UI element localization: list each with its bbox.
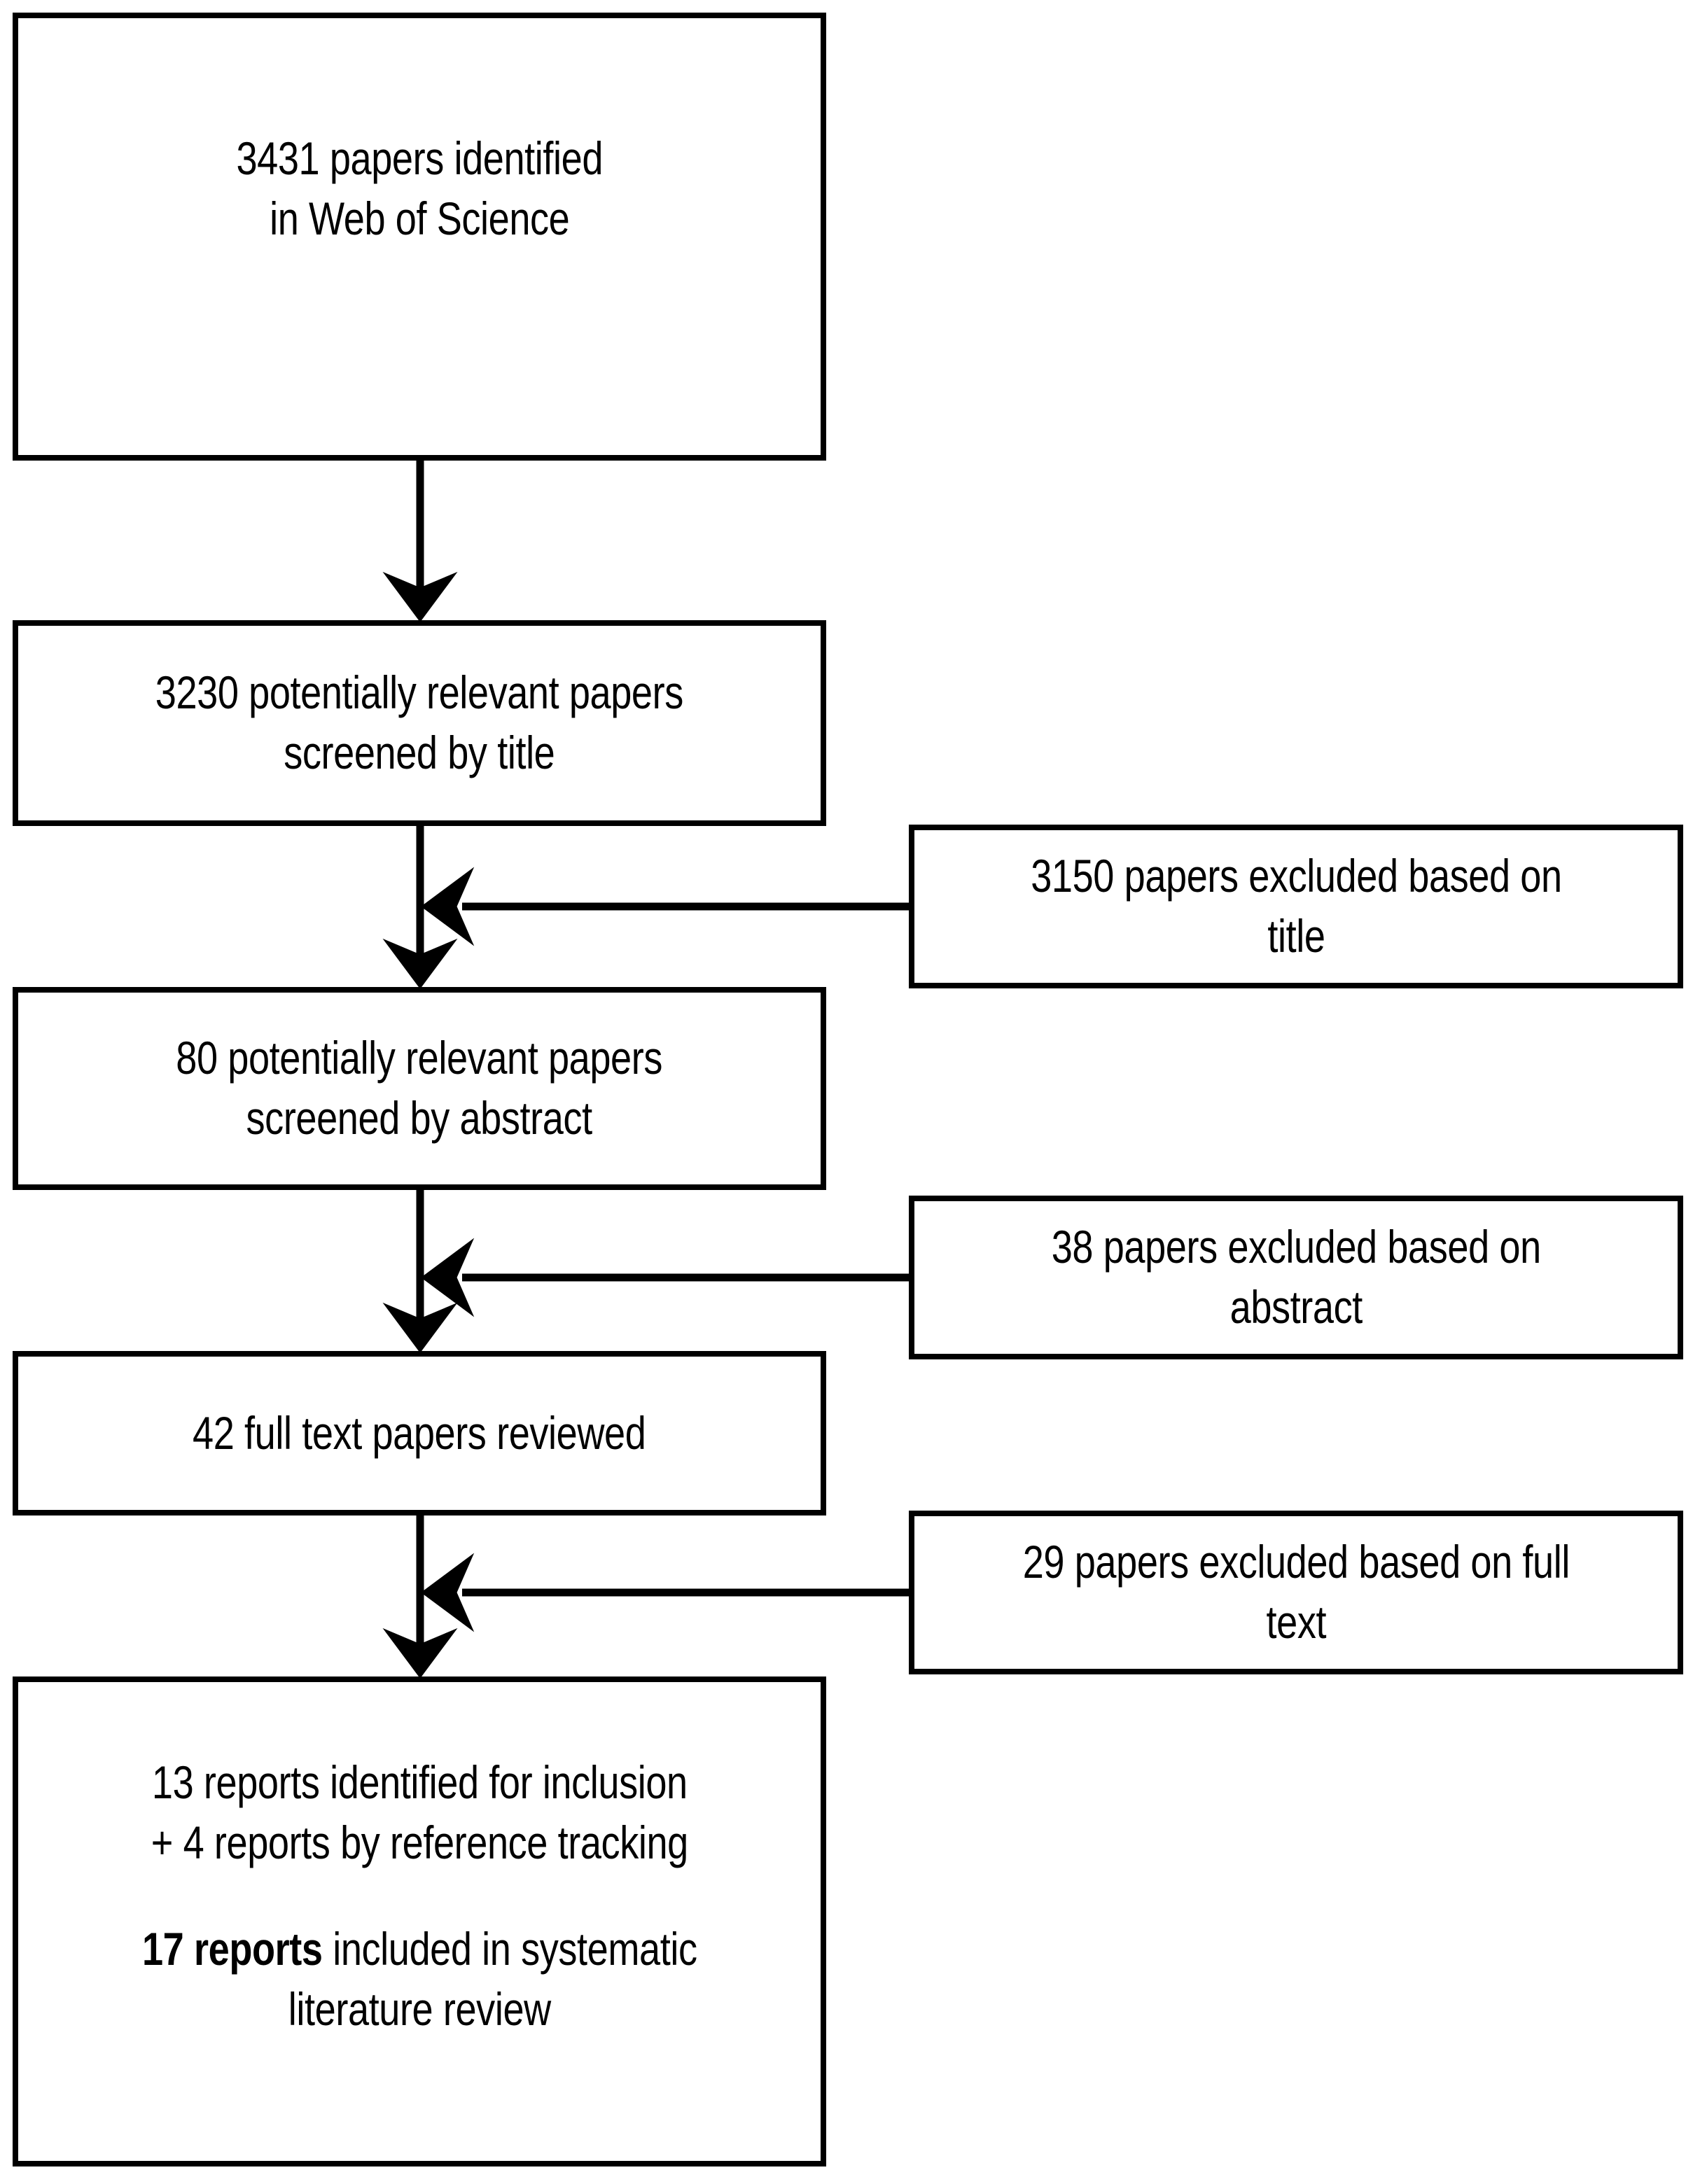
node-papers-identified-label: 3431 papers identified in Web of Science [236,129,603,249]
node-excluded-by-full-text-line2: text [1266,1596,1326,1648]
arrow-screened-title-to-screened-abstract [382,826,458,989]
arrow-fulltext-to-included [382,1516,458,1679]
node-screened-by-title: 3230 potentially relevant papers screene… [13,620,826,826]
node-reports-included-line4: literature review [288,1982,551,2035]
node-reports-included-line2: + 4 reports by reference tracking [151,1816,688,1869]
node-screened-by-title-line1: 3230 potentially relevant papers [155,666,684,719]
node-excluded-by-full-text-label: 29 papers excluded based on full text [1022,1532,1570,1653]
node-papers-identified: 3431 papers identified in Web of Science [13,13,826,461]
node-reports-included: 13 reports identified for inclusion + 4 … [13,1676,826,2166]
node-excluded-by-abstract-line2: abstract [1229,1281,1363,1333]
node-excluded-by-full-text: 29 papers excluded based on full text [909,1511,1683,1674]
node-papers-identified-line2: in Web of Science [269,192,570,244]
node-excluded-by-abstract: 38 papers excluded based on abstract [909,1196,1683,1359]
arrow-identified-to-screened-title [382,461,458,622]
node-reports-included-label: 13 reports identified for inclusion + 4 … [142,1753,697,2039]
node-screened-by-title-label: 3230 potentially relevant papers screene… [155,663,684,783]
paragraph-spacer [142,1873,697,1919]
node-excluded-by-title-line2: title [1267,910,1325,962]
arrow-excluded-abstract [421,1238,909,1317]
arrow-excluded-fulltext [421,1553,909,1632]
node-full-text-reviewed: 42 full text papers reviewed [13,1351,826,1516]
arrow-excluded-title [421,867,909,946]
node-full-text-reviewed-line1: 42 full text papers reviewed [193,1406,646,1459]
node-excluded-by-abstract-line1: 38 papers excluded based on [1051,1221,1541,1273]
arrow-screened-abstract-to-fulltext [382,1190,458,1353]
node-excluded-by-title-label: 3150 papers excluded based on title [1030,846,1562,967]
node-screened-by-abstract-line2: screened by abstract [246,1092,593,1144]
node-excluded-by-abstract-label: 38 papers excluded based on abstract [1051,1217,1540,1338]
node-reports-included-line1: 13 reports identified for inclusion [151,1756,688,1809]
node-screened-by-abstract-line1: 80 potentially relevant papers [176,1032,663,1084]
node-reports-included-line3-rest: included in systematic [322,1923,697,1975]
node-full-text-reviewed-label: 42 full text papers reviewed [193,1404,646,1464]
node-excluded-by-title: 3150 papers excluded based on title [909,825,1683,988]
node-reports-included-total: 17 reports [141,1923,323,1975]
node-screened-by-title-line2: screened by title [284,727,555,778]
node-papers-identified-line1: 3431 papers identified [236,132,603,185]
node-excluded-by-full-text-line1: 29 papers excluded based on full [1022,1536,1570,1588]
node-screened-by-abstract: 80 potentially relevant papers screened … [13,987,826,1190]
node-screened-by-abstract-label: 80 potentially relevant papers screened … [176,1028,663,1149]
node-excluded-by-title-line1: 3150 papers excluded based on [1030,850,1562,902]
